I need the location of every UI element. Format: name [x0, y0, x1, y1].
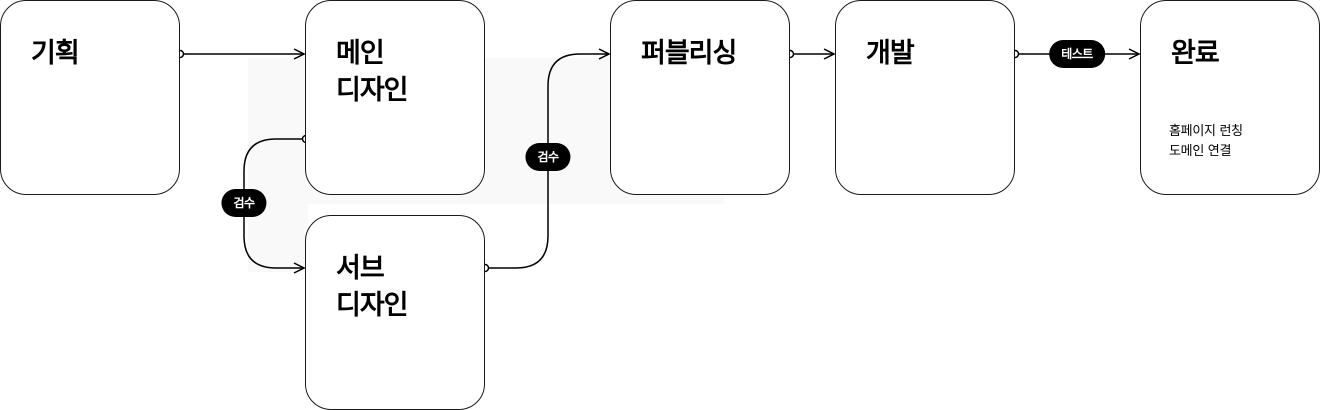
- badge-review-2: 검수: [525, 143, 571, 171]
- badge-test: 테스트: [1049, 40, 1105, 68]
- node-title: 서브 디자인: [336, 253, 409, 321]
- badge-review-1: 검수: [221, 189, 267, 217]
- node-main-design: 메인 디자인: [305, 0, 485, 195]
- node-title: 기획: [31, 38, 80, 69]
- node-description: 홈페이지 런칭 도메인 연결: [1169, 124, 1243, 159]
- node-planning: 기획: [0, 0, 180, 195]
- node-title: 퍼블리싱: [641, 38, 737, 69]
- node-title: 완료: [1171, 38, 1220, 69]
- node-sub-design: 서브 디자인: [305, 215, 485, 410]
- node-complete: 완료 홈페이지 런칭 도메인 연결: [1140, 0, 1320, 195]
- node-publishing: 퍼블리싱: [610, 0, 790, 195]
- node-title: 개발: [866, 38, 915, 69]
- node-title: 메인 디자인: [336, 38, 409, 106]
- node-development: 개발: [835, 0, 1015, 195]
